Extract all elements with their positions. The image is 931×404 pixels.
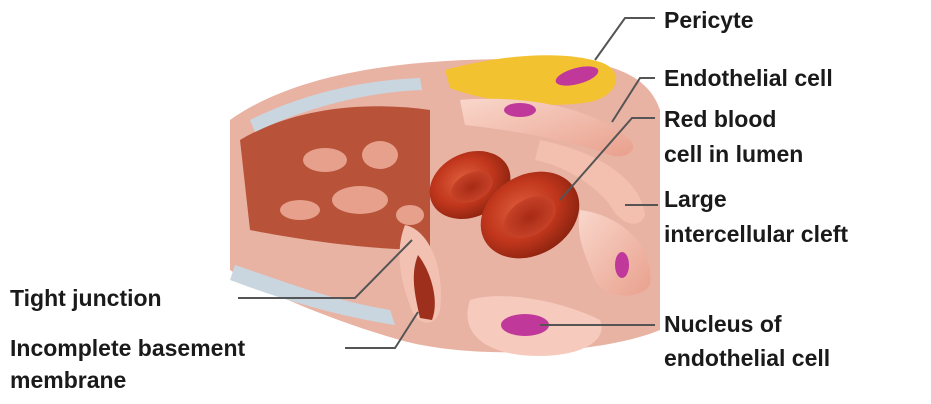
label-tight-junction: Tight junction xyxy=(10,284,162,312)
label-red-blood-cell-line1: Red blood xyxy=(664,105,776,133)
label-red-blood-cell-line2: cell in lumen xyxy=(664,140,803,168)
label-basement-line2: membrane xyxy=(10,366,126,394)
label-endothelial-cell: Endothelial cell xyxy=(664,64,833,92)
label-cleft-line1: Large xyxy=(664,185,727,213)
label-basement-line1: Incomplete basement xyxy=(10,334,245,362)
pericyte-leader xyxy=(595,18,655,60)
label-nucleus-line2: endothelial cell xyxy=(664,344,830,372)
label-pericyte: Pericyte xyxy=(664,6,754,34)
label-cleft-line2: intercellular cleft xyxy=(664,220,848,248)
label-nucleus-line1: Nucleus of xyxy=(664,310,782,338)
